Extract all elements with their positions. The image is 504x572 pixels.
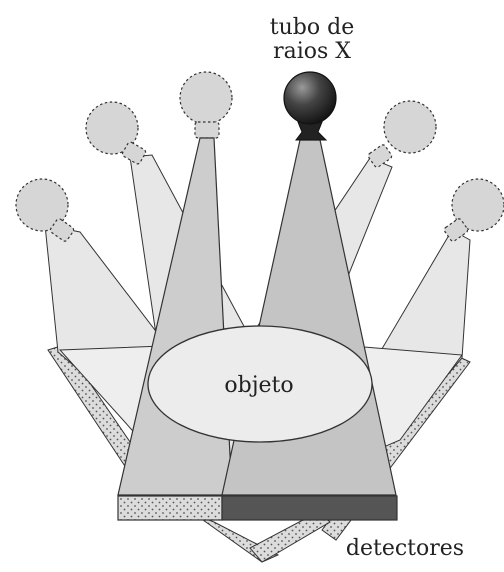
detector-segment-light (117, 495, 223, 521)
object-ellipse (147, 325, 373, 443)
ghost-tubes (15, 71, 504, 242)
detector-segment-dark (221, 495, 398, 521)
detectors-label: detectores (346, 536, 464, 561)
ghost-tube-5 (443, 178, 504, 242)
ghost-tube-3 (179, 71, 233, 139)
tube-label-line1: tubo de (270, 15, 354, 40)
ghost-tube-4 (367, 100, 437, 168)
ghost-tube-2 (85, 101, 147, 165)
tube-label-line2: raios X (273, 39, 351, 64)
ghost-tube-1 (15, 178, 75, 242)
xray-tube-icon (283, 71, 337, 141)
main-detector (117, 495, 398, 521)
object-label: objeto (224, 373, 293, 398)
